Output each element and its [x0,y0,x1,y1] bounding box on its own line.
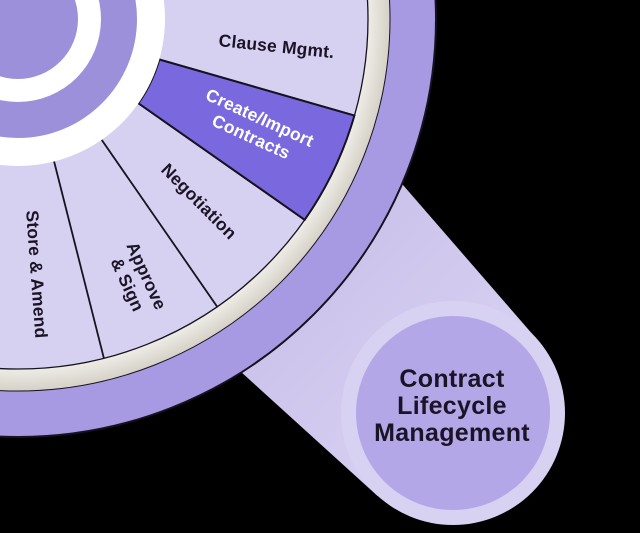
wheel: Clause Mgmt. Create/Import Contracts Neg… [0,0,437,438]
callout-label-line3: Management [374,419,530,447]
segment-divider-approve-store [53,161,105,359]
callout-label: Contract Lifecycle Management [374,365,530,447]
callout-inner-circle [356,316,550,510]
hub-disk [0,0,78,79]
callout-label-line2: Lifecycle [397,392,507,420]
callout-label-line1: Contract [399,365,505,393]
segment-divider-negotiation-approve [100,139,218,308]
